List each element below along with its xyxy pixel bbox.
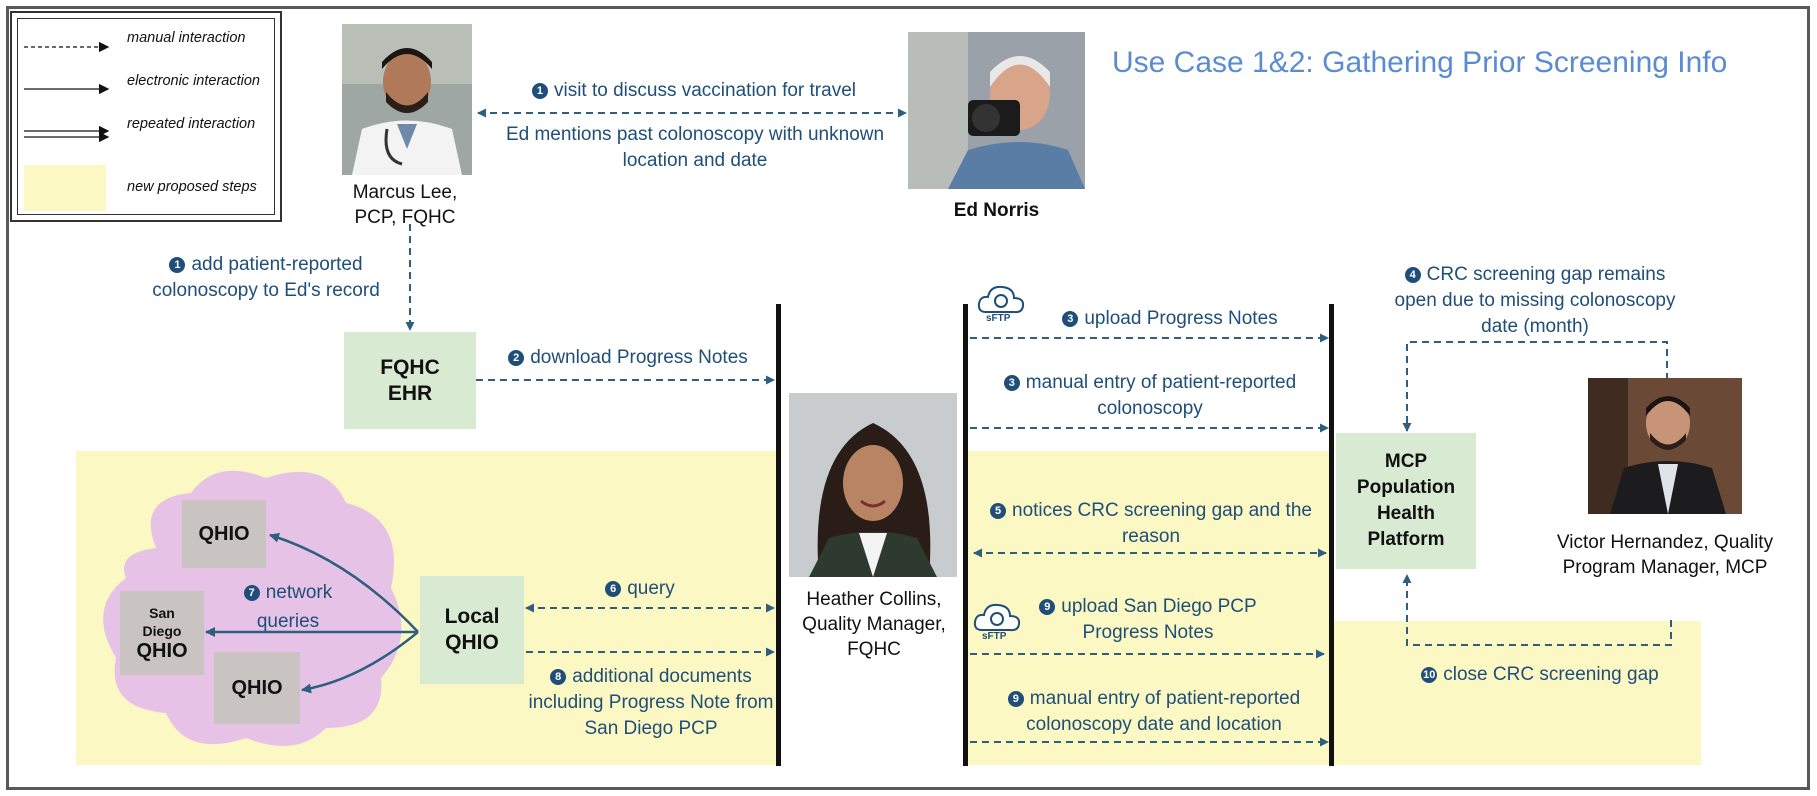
sftp-label-1: sFTP xyxy=(986,313,1011,324)
step5-notice-label: notices CRC screening gap and the reason xyxy=(1012,500,1312,547)
step9-manual-label: manual entry of patient-reported colonos… xyxy=(1026,688,1301,735)
program-manager-avatar-icon xyxy=(1588,378,1742,514)
step6-query-text: 6 query xyxy=(580,576,700,602)
page-title: Use Case 1&2: Gathering Prior Screening … xyxy=(1112,46,1728,79)
legend-inner-border xyxy=(17,18,275,215)
network-cloud xyxy=(103,470,402,746)
ed-norris-photo xyxy=(908,32,1085,189)
step3-manual-label: manual entry of patient-reported colonos… xyxy=(1025,372,1297,419)
step10-close-label: close CRC screening gap xyxy=(1443,664,1659,685)
qhio-box-bottom: QHIO xyxy=(214,652,300,724)
step2-download-text: 2 download Progress Notes xyxy=(488,345,768,371)
heather-lifeline-left xyxy=(776,304,781,766)
step6-query-label: query xyxy=(627,578,675,599)
step-number-9: 9 xyxy=(1039,599,1056,615)
new-steps-region-middle xyxy=(968,451,1331,765)
step-number-7: 7 xyxy=(243,585,260,601)
step-number-2: 2 xyxy=(508,350,525,366)
cloud-sync-icon xyxy=(977,285,1025,314)
diagram-frame xyxy=(6,6,1810,790)
photographer-avatar-icon xyxy=(908,32,1085,189)
qhio-box-top: QHIO xyxy=(182,500,266,568)
doctor-avatar-icon xyxy=(342,24,472,175)
legend-repeated-label: repeated interaction xyxy=(127,116,256,132)
legend-electronic-label: electronic interaction xyxy=(127,73,260,89)
step10-close-text: 10 close CRC screening gap xyxy=(1390,662,1690,688)
step3-upload-text: 3 upload Progress Notes xyxy=(1030,306,1310,332)
mcp-lifeline xyxy=(1329,304,1334,766)
fqhc-ehr-box: FQHC EHR xyxy=(344,332,476,429)
sftp-cloud-icon-2: sFTP xyxy=(972,600,1024,644)
mcp-platform-label: MCP Population Health Platform xyxy=(1356,451,1456,550)
heather-collins-label: Heather Collins, Quality Manager, FQHC xyxy=(802,589,946,660)
mcp-platform-box: MCP Population Health Platform xyxy=(1336,433,1476,569)
step-number-6: 6 xyxy=(605,581,622,597)
step4-gap-label: CRC screening gap remains open due to mi… xyxy=(1394,264,1676,337)
sftp-cloud-icon-1: sFTP xyxy=(976,282,1028,326)
step1-add-label: add patient-reported colonoscopy to Ed's… xyxy=(152,254,380,301)
step-number-3: 3 xyxy=(1062,311,1079,327)
step-number-3b: 3 xyxy=(1003,375,1020,391)
step-number-9b: 9 xyxy=(1007,691,1024,707)
legend-manual-label: manual interaction xyxy=(127,30,246,46)
san-diego-qhio-label: QHIO xyxy=(136,639,188,662)
local-qhio-label: Local QHIO xyxy=(444,605,500,654)
san-diego-label: San Diego xyxy=(142,604,182,639)
victor-hernandez-photo xyxy=(1588,378,1742,514)
legend: manual interaction electronic interactio… xyxy=(10,11,282,222)
cloud-sync-icon xyxy=(973,603,1021,632)
legend-new-steps-label: new proposed steps xyxy=(127,179,257,195)
step2-download-label: download Progress Notes xyxy=(530,347,748,368)
step-number-10: 10 xyxy=(1421,667,1438,683)
local-qhio-box: Local QHIO xyxy=(420,576,524,684)
qhio-top-label: QHIO xyxy=(198,522,250,545)
step-number-8: 8 xyxy=(550,669,567,685)
step-number-4: 4 xyxy=(1404,267,1421,283)
step-number-1b: 1 xyxy=(169,257,186,273)
qhio-bottom-label: QHIO xyxy=(231,676,283,699)
step1-visit-label: visit to discuss vaccination for travel xyxy=(553,80,856,101)
ed-norris-label: Ed Norris xyxy=(953,200,1040,221)
step-number-5: 5 xyxy=(990,503,1007,519)
step-number-1: 1 xyxy=(531,83,548,99)
legend-arrows xyxy=(24,41,110,211)
step3-manual-text: 3 manual entry of patient-reported colono… xyxy=(980,370,1320,422)
quality-manager-avatar-icon xyxy=(789,393,957,577)
step7-network-label: network queries xyxy=(256,582,333,632)
heather-collins-photo xyxy=(789,393,957,577)
step1-mention-text: Ed mentions past colonoscopy with unknow… xyxy=(505,124,885,171)
step1-visit-text: 1 visit to discuss vaccination for travel xyxy=(484,78,904,104)
victor-hernandez-label: Victor Hernandez, Quality Program Manage… xyxy=(1556,532,1774,578)
marcus-lee-label: Marcus Lee, PCP, FQHC xyxy=(352,182,458,228)
marcus-lee-photo xyxy=(342,24,472,175)
step3-upload-label: upload Progress Notes xyxy=(1084,308,1278,329)
fqhc-ehr-label: FQHC EHR xyxy=(380,355,440,405)
sftp-label-2: sFTP xyxy=(982,631,1007,642)
heather-lifeline-right xyxy=(963,304,968,766)
step8-docs-label: additional documents including Progress … xyxy=(528,666,774,739)
step5-notice-text: 5 notices CRC screening gap and the reaso… xyxy=(986,498,1316,550)
san-diego-qhio-box: San Diego QHIO xyxy=(120,591,204,675)
step9-upload-label: upload San Diego PCP Progress Notes xyxy=(1061,596,1257,643)
step9-upload-text: 9 upload San Diego PCP Progress Notes xyxy=(1028,594,1268,646)
